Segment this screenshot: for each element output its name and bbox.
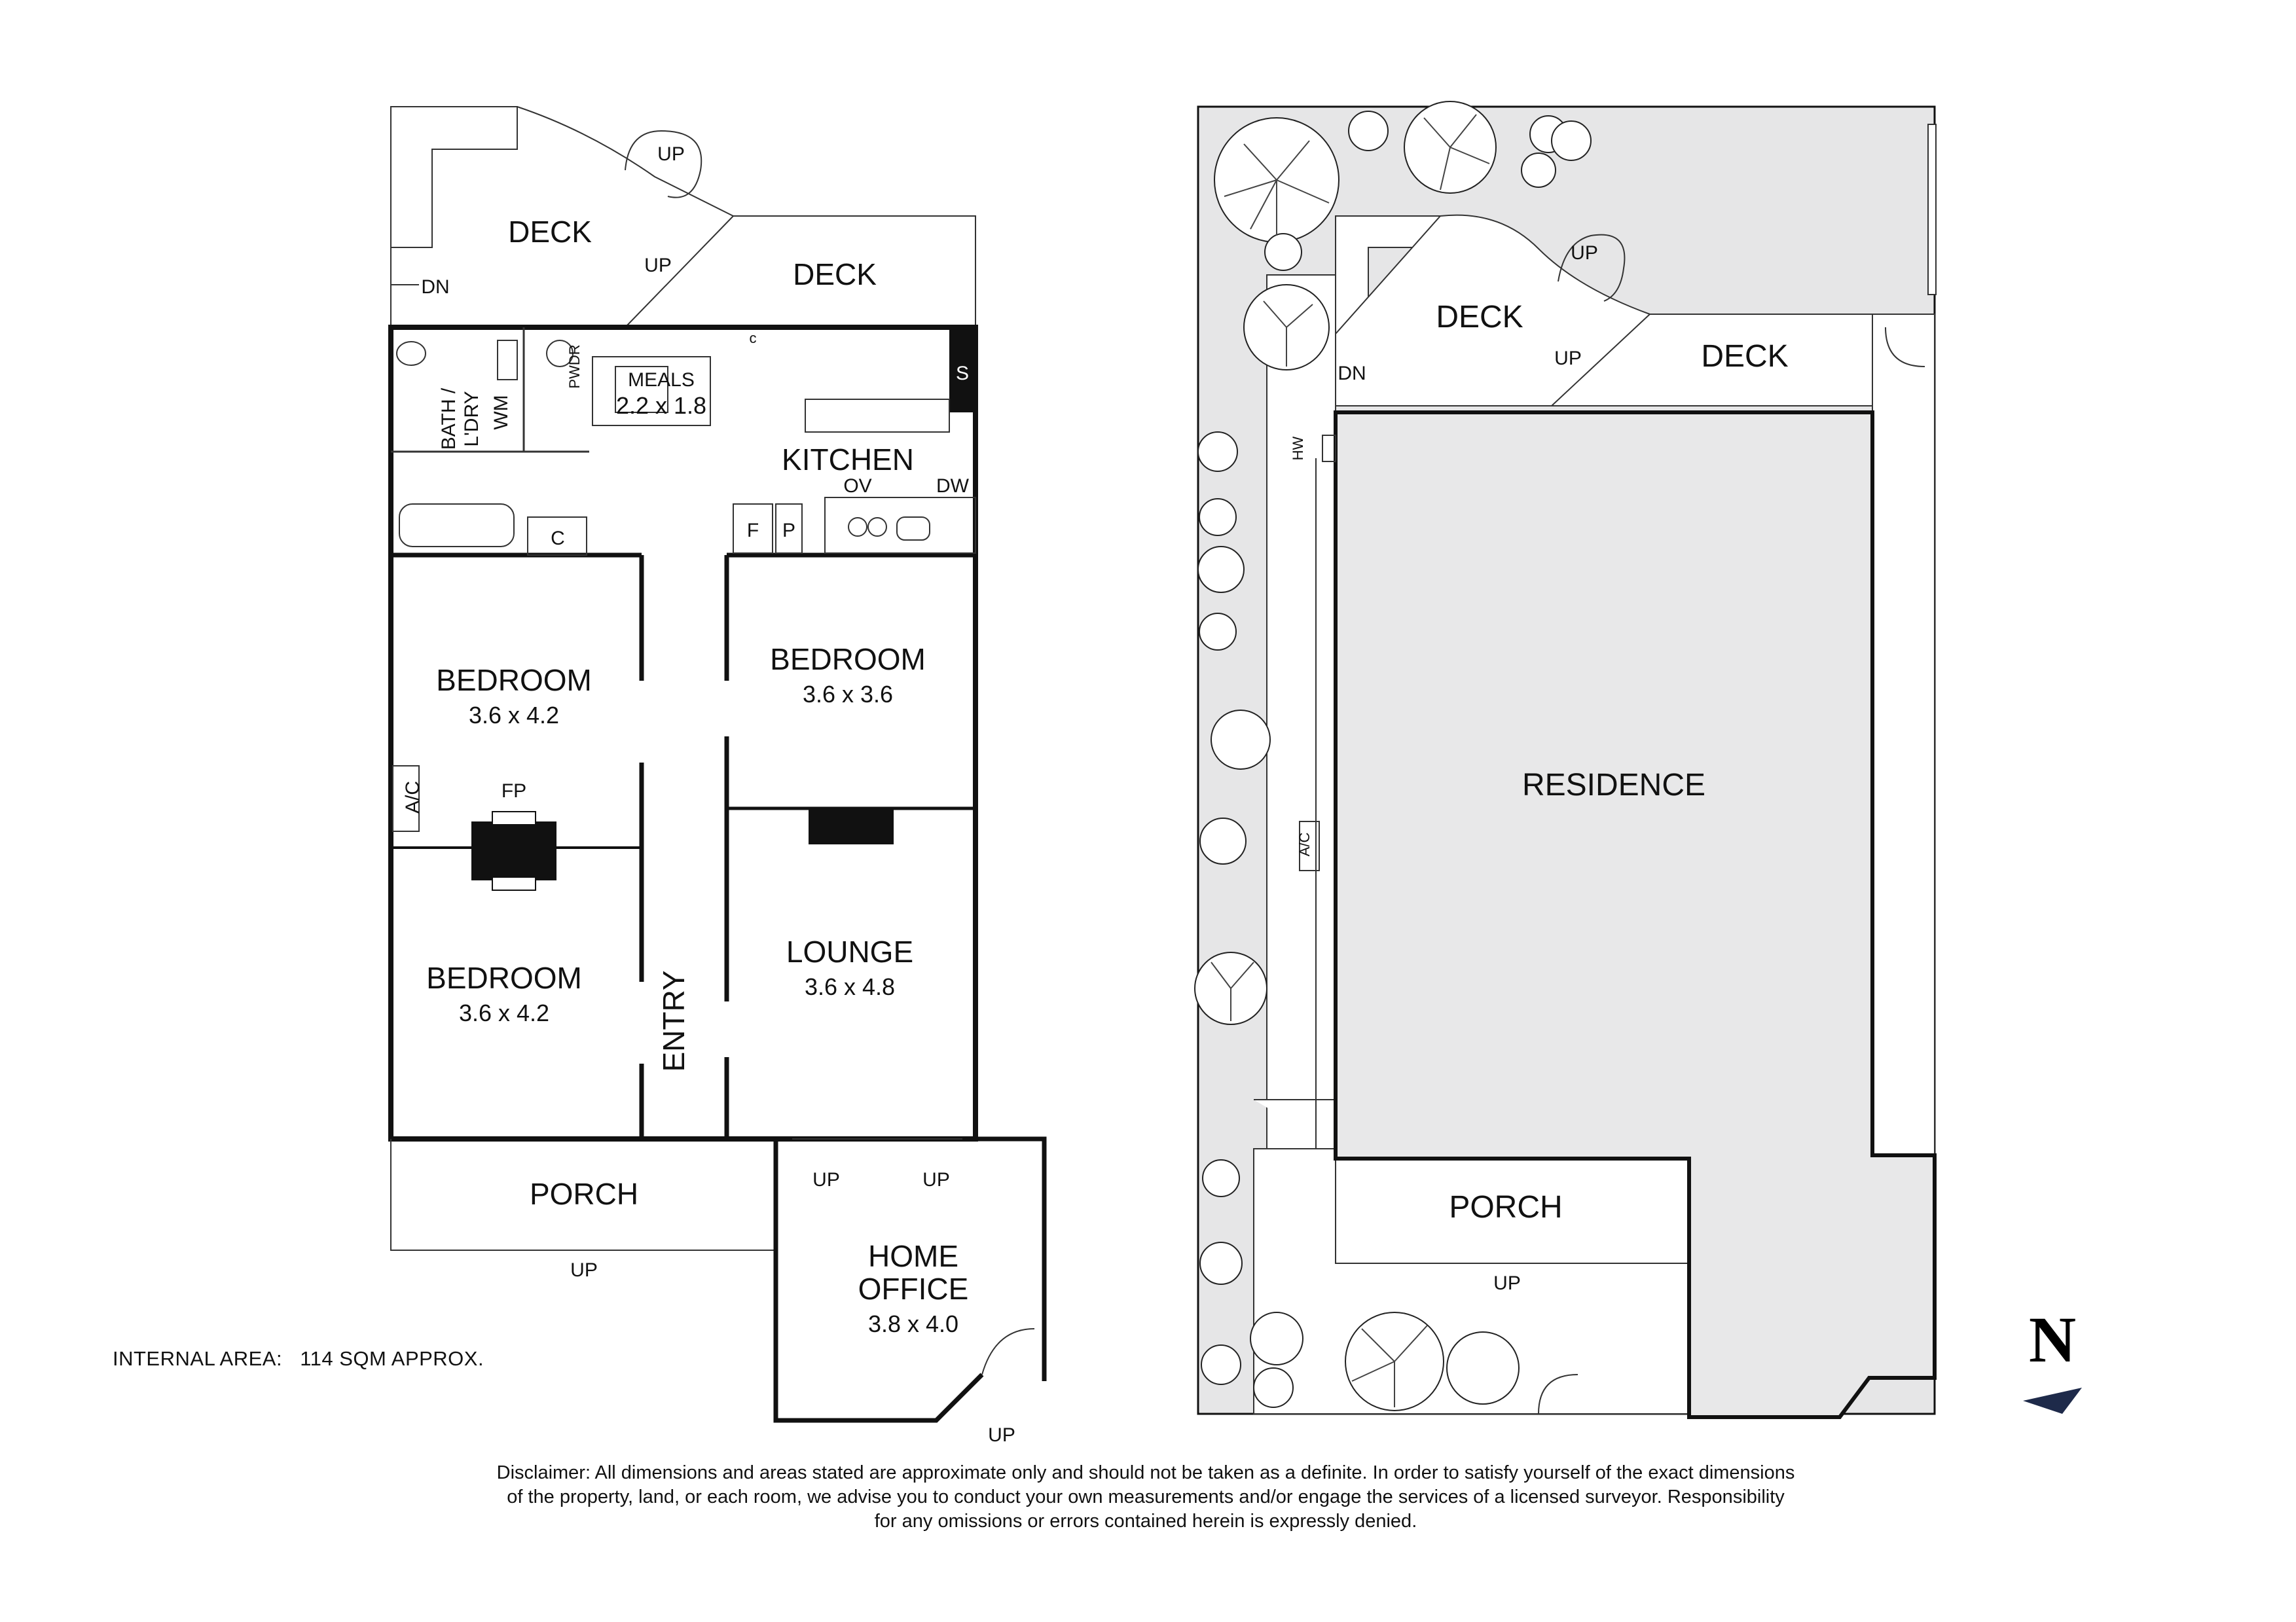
home-office-label-1: HOME [868, 1239, 958, 1273]
disclaimer: Disclaimer: All dimensions and areas sta… [367, 1461, 1925, 1534]
up-label: UP [812, 1169, 840, 1191]
home-office-dim: 3.8 x 4.0 [868, 1310, 958, 1337]
internal-area-label: INTERNAL AREA: [113, 1347, 283, 1370]
deck-right-label: DECK [793, 257, 877, 291]
north-label: N [2029, 1303, 2076, 1376]
bedroom2-label: BEDROOM [426, 961, 582, 995]
fixture-labels: C c S OV DW F P FP A/C [402, 330, 970, 814]
floor-plan: DECK DECK MEALS 2.2 x 1.8 KITCHEN BATH /… [388, 106, 1047, 1446]
deck-area [390, 106, 976, 328]
site-ac-label: A/C [1296, 833, 1313, 857]
ac-label: A/C [402, 781, 424, 814]
stair-labels: UP UP DN UP UP UP UP [421, 143, 1015, 1446]
up-label: UP [657, 143, 685, 165]
entry-label: ENTRY [657, 970, 691, 1072]
home-office-label-2: OFFICE [858, 1272, 969, 1306]
site-deck-right-label: DECK [1701, 339, 1788, 374]
lounge-dim: 3.6 x 4.8 [805, 973, 895, 1000]
pantry-label: P [782, 520, 795, 541]
fireplace-label: FP [501, 780, 526, 802]
residence-label: RESIDENCE [1522, 768, 1705, 802]
cupboard-small-label: c [750, 330, 757, 346]
site-porch-label: PORCH [1449, 1190, 1562, 1225]
pwdr-label: PWDR [566, 344, 583, 388]
site-dn-label: DN [1338, 363, 1366, 384]
disclaimer-line: for any omissions or errors contained he… [874, 1511, 1417, 1532]
disclaimer-line: Disclaimer: All dimensions and areas sta… [496, 1462, 1795, 1483]
residence-outline [1334, 410, 1937, 1419]
cupboard-label: C [551, 528, 565, 549]
meals-dim: 2.2 x 1.8 [616, 392, 706, 419]
wm-label: WM [490, 395, 512, 429]
site-up-label: UP [1554, 348, 1582, 369]
hw-label: HW [1290, 436, 1306, 460]
bedroom1-dim: 3.6 x 4.2 [469, 702, 559, 729]
site-up-label: UP [1493, 1272, 1521, 1294]
bedroom1-label: BEDROOM [436, 663, 592, 697]
internal-area-value: 114 SQM APPROX. [300, 1347, 484, 1370]
compass: N [2023, 1303, 2082, 1414]
oven-label: OV [843, 475, 871, 497]
lounge-label: LOUNGE [786, 935, 913, 969]
bedroom2-dim: 3.6 x 4.2 [459, 1000, 549, 1026]
fridge-label: F [747, 520, 759, 541]
site-up-label: UP [1571, 242, 1598, 264]
kitchen-label: KITCHEN [782, 442, 914, 477]
ldry-label: L'DRY [461, 391, 483, 446]
meals-label: MEALS [628, 369, 695, 391]
home-office-walls [773, 1136, 1047, 1423]
internal-area: INTERNAL AREA: 114 SQM APPROX. [113, 1347, 484, 1371]
bedroom3-dim: 3.6 x 3.6 [803, 681, 893, 708]
up-label: UP [988, 1424, 1015, 1446]
house-walls [388, 325, 978, 1142]
bedroom3-label: BEDROOM [770, 642, 926, 676]
north-arrow-icon [2023, 1388, 2082, 1414]
dishwasher-label: DW [936, 475, 970, 497]
porch-outline [390, 1139, 776, 1251]
dn-label: DN [421, 276, 449, 298]
room-labels: DECK DECK MEALS 2.2 x 1.8 KITCHEN BATH /… [426, 215, 968, 1337]
bath-label: BATH / [438, 387, 460, 450]
up-label: UP [570, 1259, 598, 1281]
site-plan: DECK DECK RESIDENCE PORCH HW A/C UP UP D… [1194, 101, 1937, 1419]
up-label: UP [922, 1169, 950, 1191]
disclaimer-line: of the property, land, or each room, we … [507, 1487, 1785, 1507]
site-deck-left-label: DECK [1436, 300, 1523, 334]
up-label: UP [644, 255, 672, 276]
deck-left-label: DECK [508, 215, 592, 249]
porch-label: PORCH [530, 1177, 638, 1211]
s-label: S [956, 363, 969, 384]
